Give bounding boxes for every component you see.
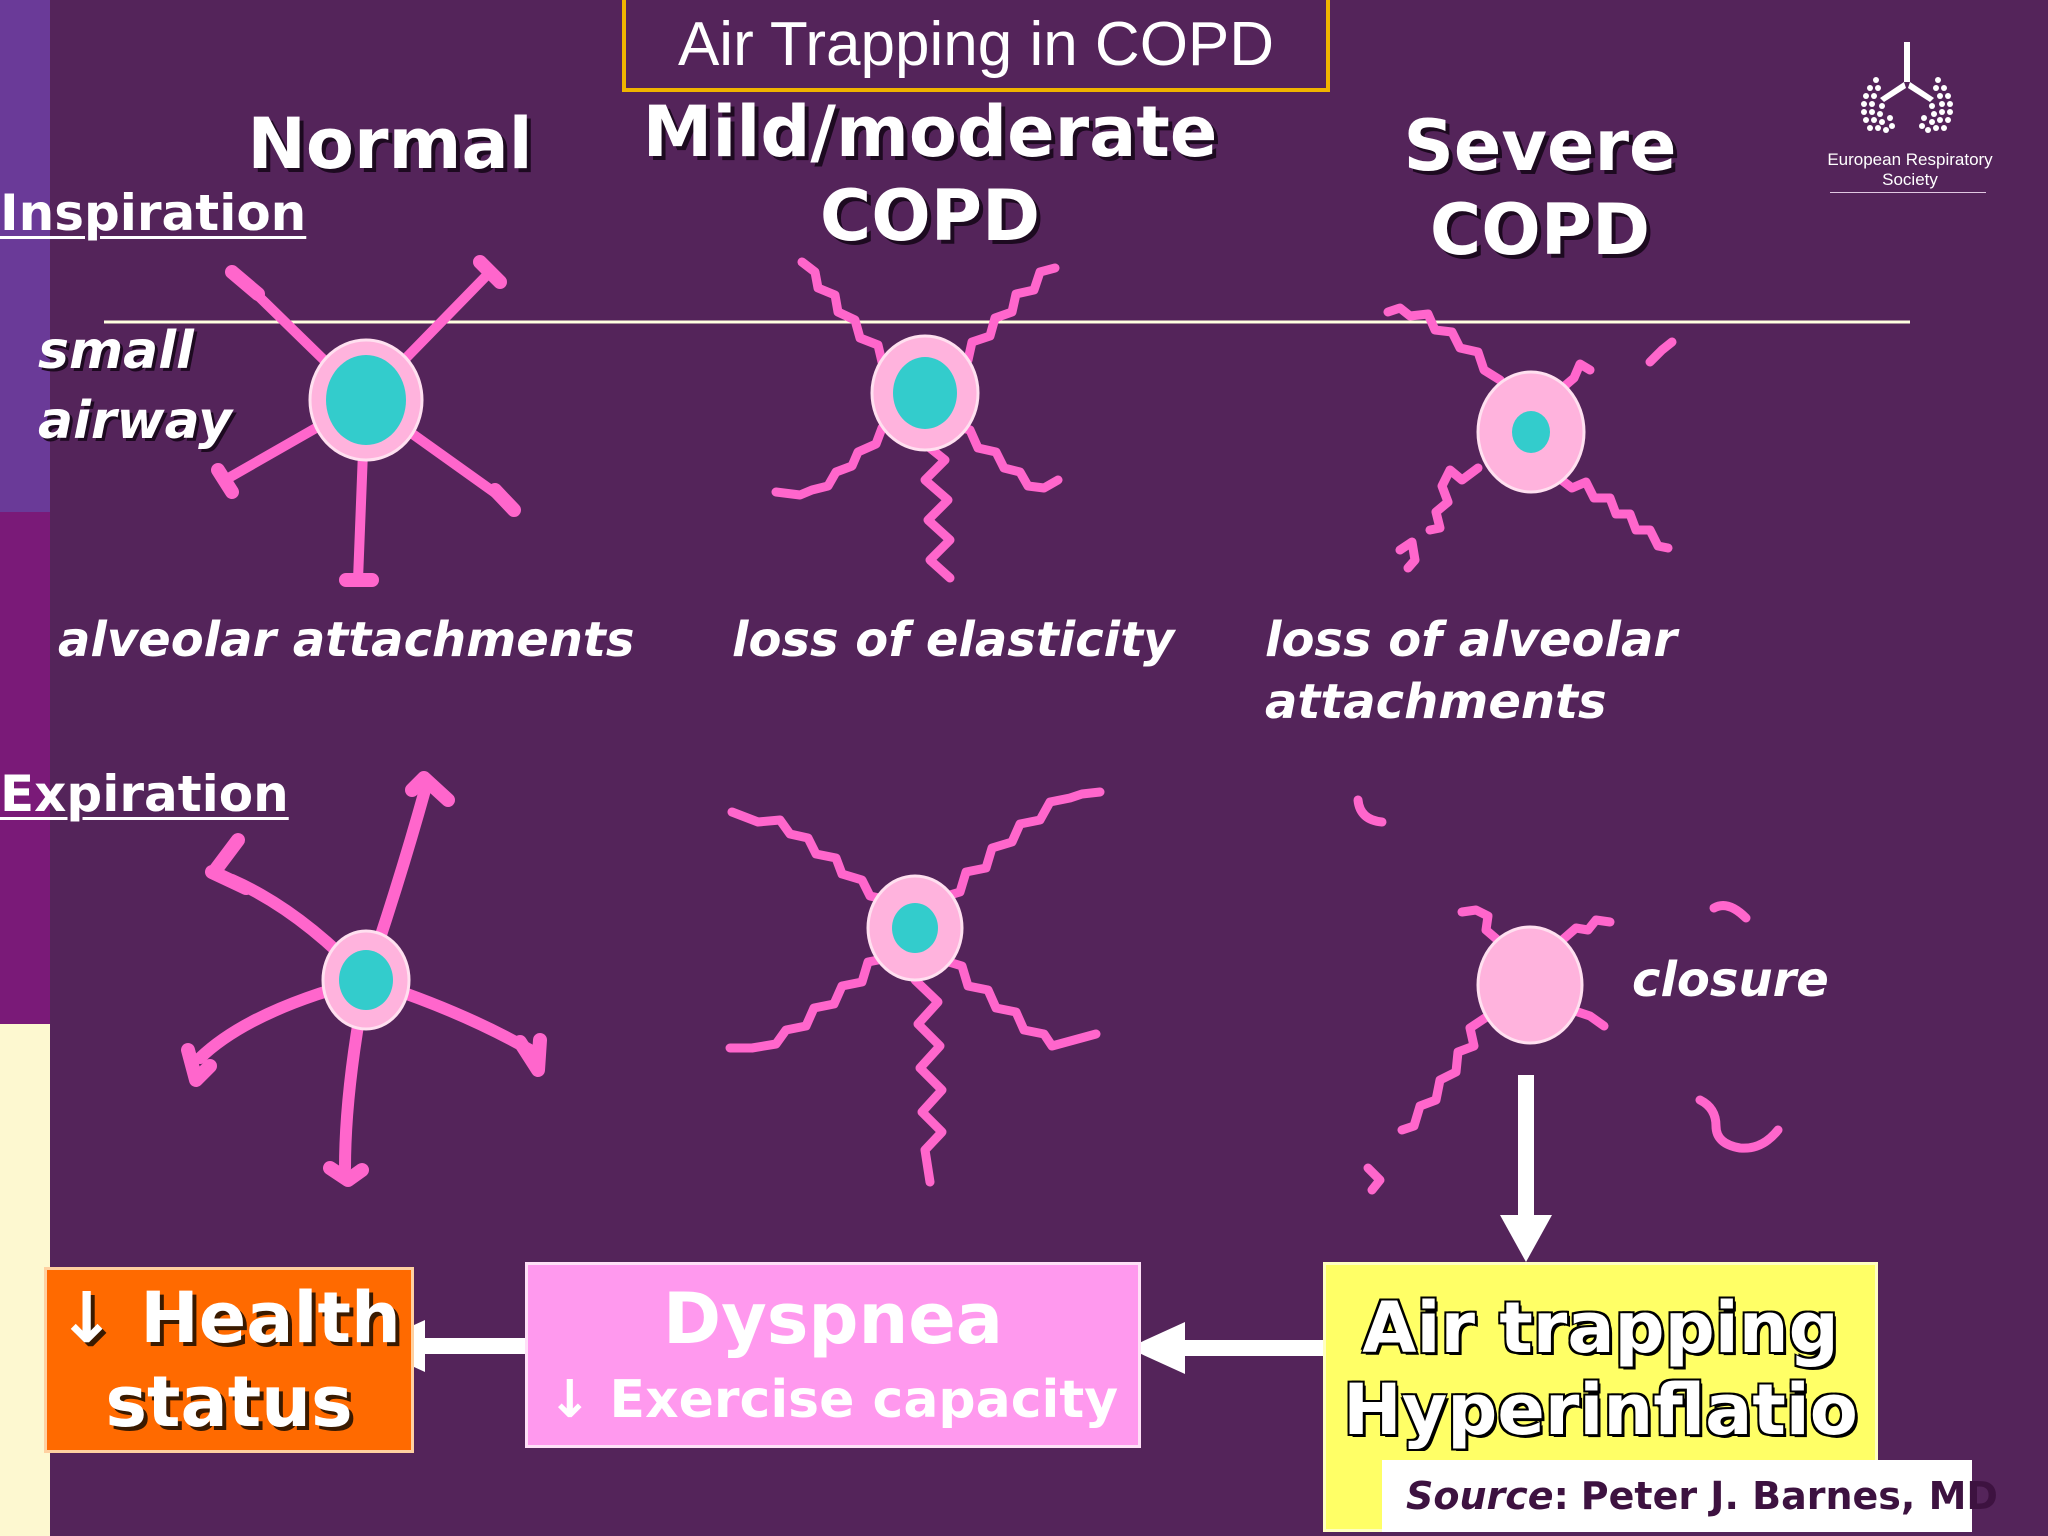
small-airway-line2: airway <box>38 391 232 451</box>
ers-logo-line2: Society <box>1882 170 1938 189</box>
small-airway-label: small airway <box>38 316 232 456</box>
column-heading-severe-line2: COPD <box>1429 189 1651 271</box>
expiration-label: Expiration <box>0 765 289 823</box>
column-heading-normal-text: Normal <box>247 103 533 185</box>
ers-logo-text: European Respiratory Society <box>1815 150 2005 190</box>
air-trapping-line2: Hyperinflatio <box>1343 1369 1858 1451</box>
inspiration-label: Inspiration <box>0 184 307 242</box>
arrow-left-icon <box>1128 1322 1325 1374</box>
small-airway-line1: small <box>38 321 194 381</box>
source-credit: Source: Peter J. Barnes, MD <box>1382 1460 1998 1532</box>
column-heading-mild-line1: Mild/moderate <box>642 91 1218 173</box>
source-label: Source: <box>1406 1474 1569 1518</box>
column-heading-severe-line1: Severe <box>1403 105 1677 187</box>
ers-logo-divider <box>1830 192 1986 193</box>
slide-title: Air Trapping in COPD <box>622 0 1330 92</box>
ers-lung-logo-icon <box>1861 42 1953 133</box>
column-heading-severe: Severe COPD <box>1380 104 1700 272</box>
air-trapping-line1: Air trapping <box>1362 1287 1839 1369</box>
air-trapping-lines: Air trapping Hyperinflatio <box>1323 1287 1878 1451</box>
dyspnea-line2-text: Exercise capacity <box>609 1370 1119 1430</box>
mild-inspiration-airway <box>771 257 1063 583</box>
left-strip-middle <box>0 512 50 1024</box>
ers-logo-line1: European Respiratory <box>1827 150 1993 169</box>
caption-severe-line2: attachments <box>1265 674 1607 726</box>
health-status-line2: status <box>105 1361 353 1443</box>
dyspnea-line2: ↓ Exercise capacity <box>548 1364 1118 1436</box>
health-status-line1-text: Health <box>140 1277 401 1359</box>
column-heading-mild: Mild/moderate COPD <box>630 90 1230 258</box>
left-strip-bottom <box>0 1024 50 1536</box>
health-status-line1: ↓ Health <box>57 1276 401 1360</box>
closure-label: closure <box>1632 952 1829 1008</box>
down-arrow-icon: ↓ <box>547 1370 592 1430</box>
arrow-down-icon <box>1500 1075 1552 1262</box>
normal-expiration-airway <box>181 771 547 1187</box>
dyspnea-box: Dyspnea ↓ Exercise capacity <box>525 1262 1141 1448</box>
severe-inspiration-airway <box>1383 303 1677 573</box>
caption-severe-line2-clip: attachments <box>1262 670 1762 726</box>
caption-normal: alveolar attachments <box>58 612 635 668</box>
mild-expiration-airway <box>725 787 1105 1187</box>
slide-title-text: Air Trapping in COPD <box>677 9 1275 79</box>
dyspnea-line1: Dyspnea <box>662 1278 1004 1360</box>
caption-severe-line1: loss of alveolar <box>1265 612 1678 668</box>
caption-mild: loss of elasticity <box>732 612 1175 668</box>
column-heading-normal: Normal <box>245 102 535 186</box>
severe-expiration-airway <box>1353 795 1783 1195</box>
source-author: Peter J. Barnes, MD <box>1580 1474 1998 1518</box>
health-status-box: ↓ Health status <box>44 1267 414 1453</box>
normal-inspiration-airway <box>211 255 521 587</box>
left-strip-top <box>0 0 50 512</box>
column-heading-mild-line2: COPD <box>819 175 1041 257</box>
down-arrow-icon: ↓ <box>57 1277 116 1359</box>
